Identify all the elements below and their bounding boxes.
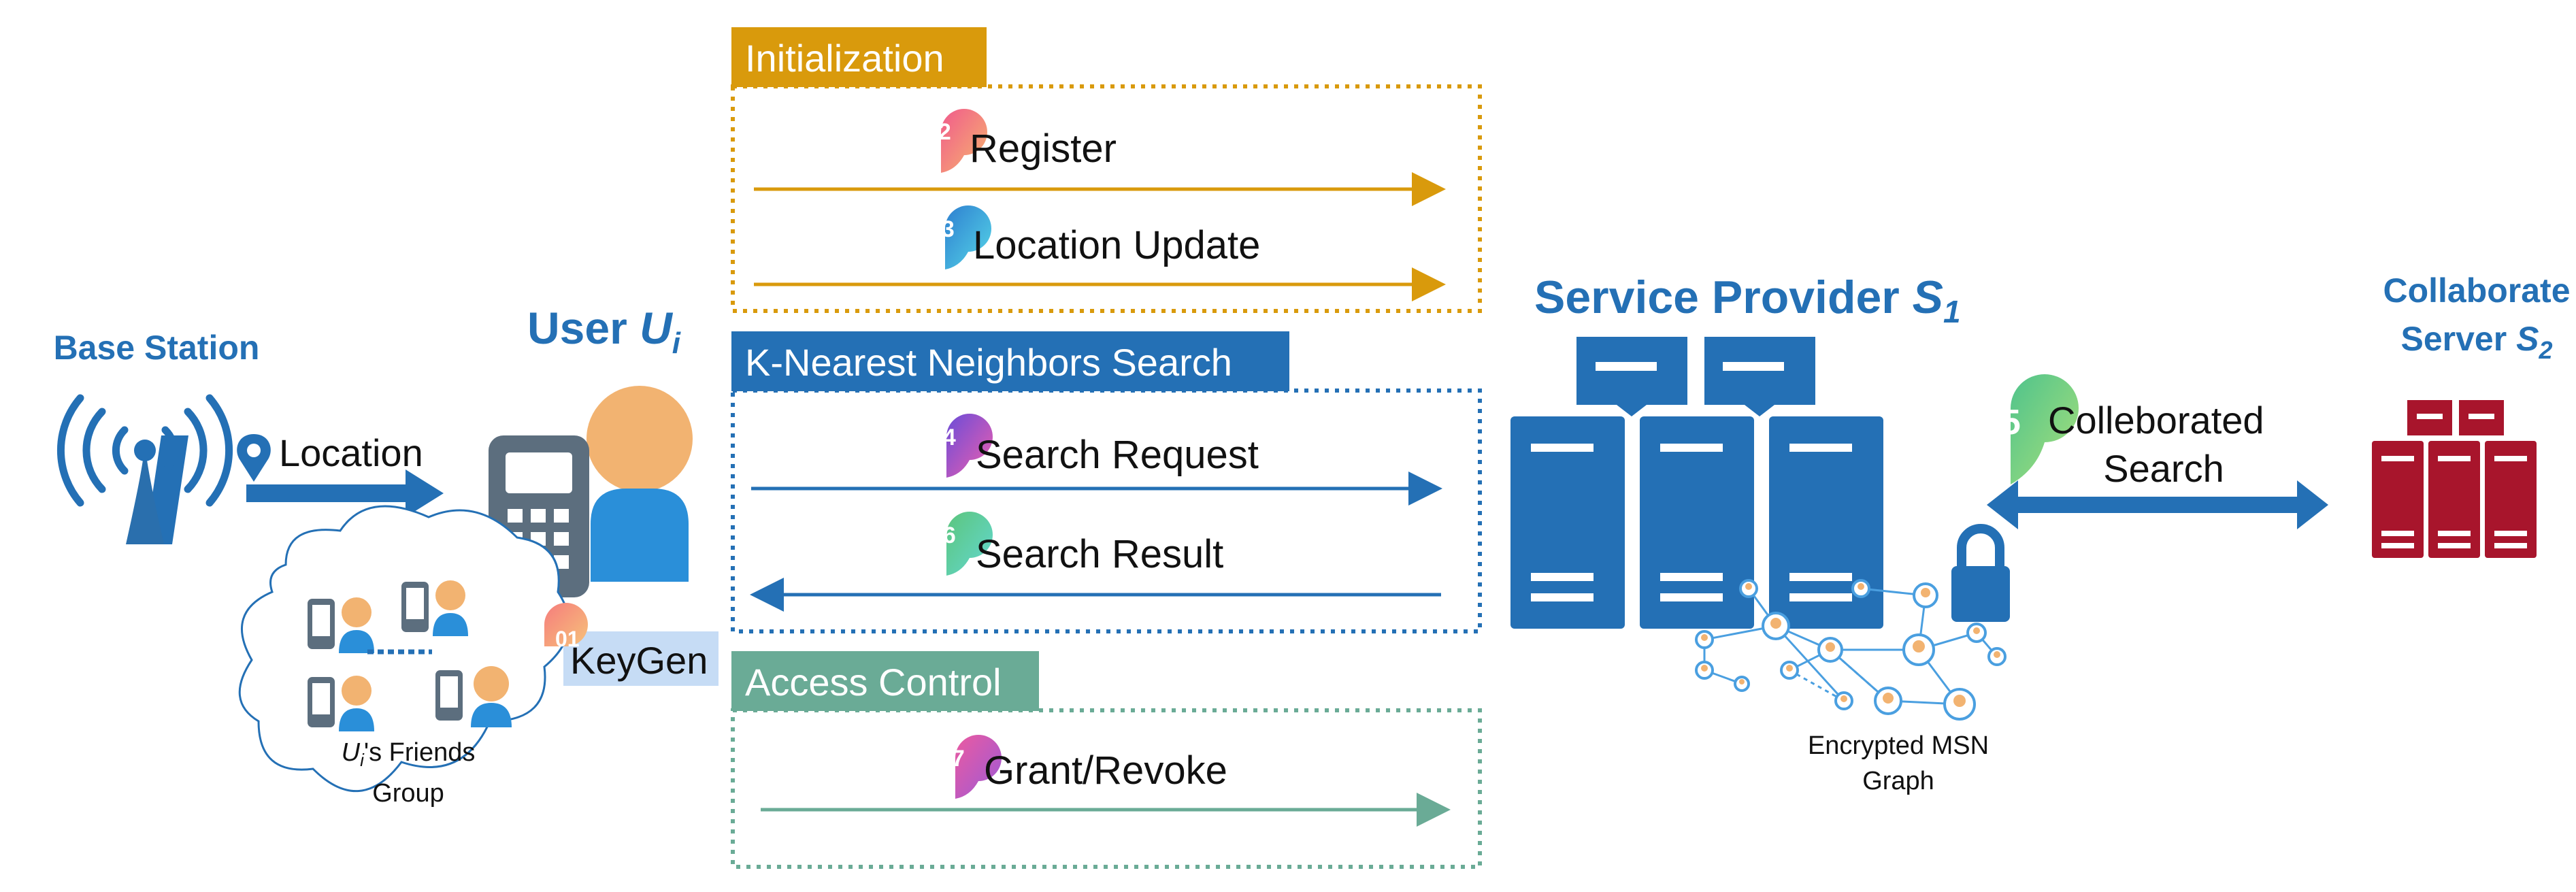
friend-phone-icon [308,676,374,731]
badge-05-icon: 05 [1981,374,2079,484]
access-control-header [731,651,1039,711]
badge-03-icon: 03 [929,205,991,269]
badge-07-icon: 07 [939,735,1002,799]
server2-title-line2: Server S2 [2401,320,2553,364]
collab-double-arrow [1987,480,2328,529]
svg-text:06: 06 [930,523,956,548]
server-cluster-icon [1510,337,1883,629]
user-title: User Ui [527,303,681,360]
msn-caption-line2: Graph [1862,767,1934,795]
badge-06-icon: 06 [930,512,993,576]
msn-caption: Encrypted MSN [1808,731,1989,760]
keygen-box [563,631,719,686]
friends-caption: Ui's Friends [342,738,476,770]
collaborate-server-icon [2372,400,2537,558]
initialization-title: Initialization [745,37,944,80]
access-control-title: Access Control [745,661,1002,704]
svg-text:02: 02 [925,119,951,145]
svg-text:01: 01 [555,627,580,651]
knn-box [731,389,1482,633]
location-label: Location [279,431,423,474]
badge-01-icon: 01 [544,603,588,651]
search-request-label: Search Request [976,433,1259,477]
location-pin-icon [237,434,271,482]
badge-04-icon: 04 [930,414,993,478]
search-result-label: Search Result [976,532,1223,576]
initialization-header [731,27,987,87]
collab-label: Colleborated [2048,399,2264,442]
svg-text:05: 05 [1981,403,2021,442]
keygen-label: KeyGen [570,639,708,682]
location-arrow [246,469,444,517]
svg-text:04: 04 [930,425,956,450]
badge-02-icon: 02 [925,109,987,173]
base-station-title: Base Station [54,329,260,367]
server2-title: Collaborate [2383,271,2570,310]
service-provider-title: Service Provider S1 [1534,271,1961,329]
antenna-icon [56,394,233,544]
grant-revoke-label: Grant/Revoke [984,748,1227,793]
friend-phone-icon [401,580,468,636]
register-label: Register [970,127,1117,171]
knn-title: K-Nearest Neighbors Search [745,341,1232,384]
user-person-icon [587,386,693,582]
access-control-box [731,708,1482,869]
friend-phone-icon [308,597,374,653]
friend-phone-icon [435,666,512,727]
friends-caption-line2: Group [372,779,444,808]
collab-label-line2: Search [2103,447,2224,490]
msn-graph-nodes [1695,579,2007,721]
initialization-box [731,84,1482,313]
svg-text:03: 03 [929,216,955,242]
lock-icon [1951,524,2010,622]
svg-text:07: 07 [939,746,965,772]
location-update-label: Location Update [973,223,1260,267]
knn-header [731,331,1289,391]
